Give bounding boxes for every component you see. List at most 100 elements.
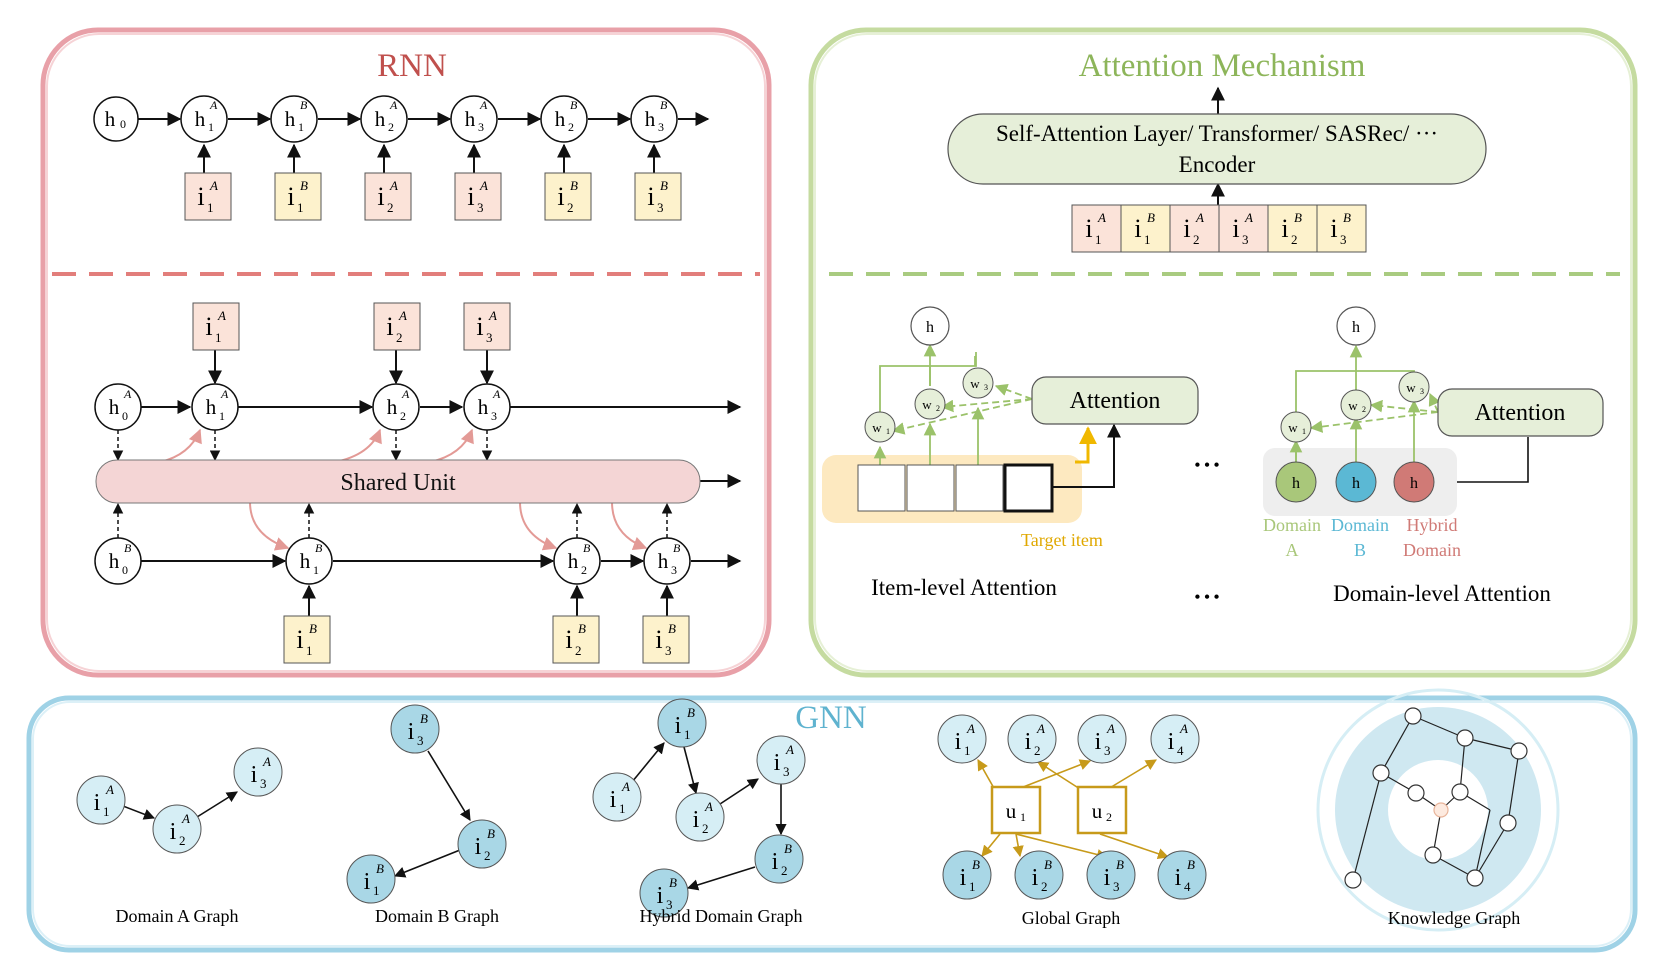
svg-text:A: A [1286,540,1299,560]
svg-text:A: A [220,387,229,401]
svg-text:A: A [492,387,501,401]
svg-text:A: A [488,308,497,323]
svg-text:h: h [478,395,489,419]
svg-text:h: h [109,395,120,419]
svg-text:A: A [704,799,713,814]
svg-text:i: i [610,787,617,813]
encoder-block: Self-Attention Layer/ Transformer/ SASRe… [947,86,1487,205]
item-level-caption: Item-level Attention [871,575,1057,600]
svg-text:B: B [687,705,695,720]
svg-text:i: i [1175,865,1182,891]
svg-text:1: 1 [619,801,626,816]
attention-title: Attention Mechanism [1079,48,1366,84]
caption-knowledge: Knowledge Graph [1388,908,1520,928]
svg-text:i: i [1183,214,1190,243]
svg-text:i: i [408,719,415,745]
svg-text:1: 1 [103,804,110,819]
domain-b-graph: iB3 iB2 iB1 Domain B Graph [346,704,507,926]
svg-text:0: 0 [122,409,128,423]
svg-text:h: h [109,549,120,573]
svg-text:i: i [1330,214,1337,243]
svg-text:A: A [398,308,407,323]
svg-text:i: i [476,312,483,341]
svg-text:i: i [1032,865,1039,891]
svg-text:1: 1 [313,563,319,577]
svg-text:1: 1 [297,200,304,215]
svg-text:1: 1 [684,727,691,742]
svg-text:B: B [1343,210,1351,225]
domain-attention-label: Attention [1475,400,1566,426]
ellipsis-bottom: • • • [1195,589,1220,606]
svg-text:A: A [479,178,488,193]
svg-text:1: 1 [208,120,214,134]
svg-text:3: 3 [1242,232,1249,247]
caption-domain-b: Domain B Graph [375,906,499,926]
svg-text:B: B [1116,857,1124,872]
svg-text:B: B [784,841,792,856]
svg-text:h: h [555,107,566,131]
gnn-panel [26,695,1638,953]
svg-text:i: i [467,182,474,211]
svg-text:h: h [645,107,656,131]
svg-text:i: i [364,869,371,895]
svg-text:h: h [658,549,669,573]
svg-text:3: 3 [1420,387,1424,396]
svg-text:2: 2 [484,848,491,863]
svg-text:Domain: Domain [1263,515,1321,535]
svg-text:w: w [970,376,980,391]
svg-text:A: A [262,754,271,769]
svg-text:B: B [660,178,668,193]
svg-text:B: B [300,178,308,193]
svg-text:i: i [1025,729,1032,755]
svg-text:A: A [401,387,410,401]
svg-text:2: 2 [179,833,186,848]
svg-text:A: A [1106,721,1115,736]
hybrid-domain-graph: iA1 iB1 iA2 iA3 iB2 iB3 Hybrid Domain Gr… [592,698,806,926]
svg-text:1: 1 [1020,810,1026,824]
svg-text:h: h [1292,475,1300,492]
svg-text:i: i [1134,214,1141,243]
svg-text:2: 2 [388,120,394,134]
svg-text:A: A [621,779,630,794]
svg-text:3: 3 [491,409,497,423]
svg-text:i: i [170,819,177,845]
rnn-top-h0: h 0 [93,96,139,142]
rnn-top-hidden-states: hA1 hB1 hA2 hA3 hB2 hB3 [180,95,678,143]
svg-text:i: i [296,625,303,654]
svg-text:i: i [205,312,212,341]
svg-text:B: B [669,875,677,890]
rnn-title: RNN [377,48,447,84]
svg-text:i: i [377,182,384,211]
svg-text:i: i [1095,729,1102,755]
svg-text:A: A [209,178,218,193]
svg-text:3: 3 [984,383,988,392]
caption-global: Global Graph [1022,908,1120,928]
svg-text:1: 1 [207,200,214,215]
svg-text:1: 1 [219,409,225,423]
svg-text:B: B [1294,210,1302,225]
svg-text:h: h [1352,475,1360,492]
svg-text:Hybrid: Hybrid [1407,515,1458,535]
svg-text:2: 2 [387,200,394,215]
svg-text:3: 3 [665,643,672,658]
svg-text:Domain: Domain [1331,515,1389,535]
svg-text:3: 3 [666,897,673,912]
svg-text:A: A [389,98,398,112]
svg-text:Domain: Domain [1403,540,1461,560]
svg-text:B: B [1187,857,1195,872]
svg-text:A: A [1097,210,1106,225]
svg-text:A: A [389,178,398,193]
shared-unit: Shared Unit [95,459,701,504]
caption-hybrid: Hybrid Domain Graph [640,906,803,926]
svg-text:2: 2 [781,863,788,878]
svg-text:3: 3 [260,776,267,791]
domain-level-caption: Domain-level Attention [1333,581,1551,606]
svg-text:B: B [660,98,668,112]
svg-text:3: 3 [1340,232,1347,247]
svg-text:2: 2 [568,120,574,134]
svg-text:i: i [565,625,572,654]
svg-text:i: i [475,834,482,860]
svg-text:1: 1 [886,427,890,436]
